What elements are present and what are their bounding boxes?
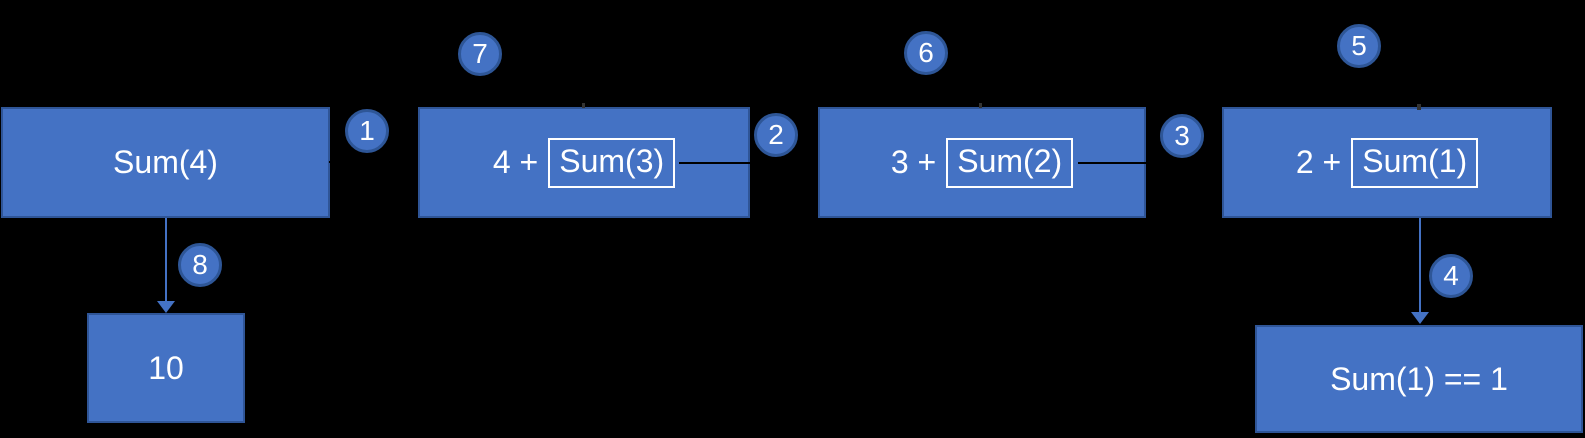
result-box-10: 10	[87, 313, 245, 423]
step-badge-3: 3	[1160, 114, 1204, 158]
frame-4-plus-sum3-prefix: 4 +	[492, 144, 539, 180]
arrow-sum1-to-base-case-stem	[1419, 218, 1421, 312]
step-badge-5-number: 5	[1351, 30, 1367, 61]
arrow-sum4-to-result-stem	[165, 218, 167, 302]
frame-3-plus-sum2: 3 + Sum(2)	[818, 107, 1146, 218]
step-badge-7: 7	[458, 32, 502, 76]
return-arrow-tip-frame4	[1417, 104, 1421, 110]
frame-2-plus-sum1: 2 + Sum(1)	[1222, 107, 1552, 218]
step-badge-6: 6	[904, 31, 948, 75]
return-arrow-tip-frame3	[979, 103, 982, 108]
step-badge-1: 1	[345, 109, 389, 153]
connector-sum4-to-frame2	[329, 161, 418, 163]
step-badge-2-number: 2	[768, 119, 784, 150]
return-arrow-tip-frame2	[582, 103, 585, 108]
base-case-box: Sum(1) == 1	[1255, 325, 1583, 433]
connector-sum2-to-frame4	[1078, 162, 1222, 164]
step-badge-8: 8	[178, 243, 222, 287]
frame-3-plus-sum2-prefix: 3 +	[890, 144, 937, 180]
step-badge-8-number: 8	[192, 249, 208, 280]
step-badge-6-number: 6	[918, 37, 934, 68]
base-case-label: Sum(1) == 1	[1330, 360, 1508, 397]
call-box-sum1: Sum(1)	[1351, 137, 1479, 188]
call-box-sum3: Sum(3)	[548, 137, 676, 188]
arrow-sum4-to-result-head-icon	[157, 301, 175, 313]
arrow-sum1-to-base-case-head-icon	[1411, 312, 1429, 324]
step-badge-5: 5	[1337, 24, 1381, 68]
connector-sum3-to-frame3	[679, 162, 818, 164]
call-box-sum2: Sum(2)	[946, 137, 1074, 188]
step-badge-1-number: 1	[359, 115, 375, 146]
step-badge-4-number: 4	[1443, 260, 1459, 291]
step-badge-3-number: 3	[1174, 120, 1190, 151]
frame-2-plus-sum1-prefix: 2 +	[1295, 144, 1342, 180]
result-box-10-label: 10	[148, 349, 184, 386]
step-badge-2: 2	[754, 113, 798, 157]
step-badge-4: 4	[1429, 254, 1473, 298]
frame-sum4: Sum(4)	[1, 107, 330, 218]
frame-sum4-label: Sum(4)	[113, 144, 218, 180]
step-badge-7-number: 7	[472, 38, 488, 69]
